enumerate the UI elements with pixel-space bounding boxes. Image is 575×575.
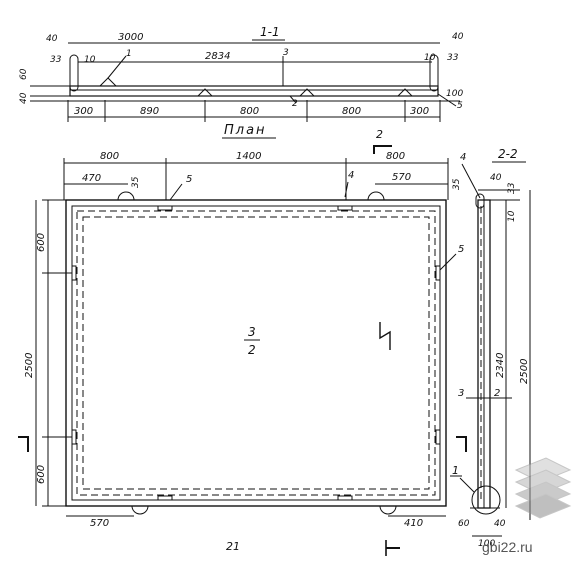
dim-33-section: 33 (507, 182, 517, 194)
dim-40-section-bottom: 40 (494, 519, 506, 529)
section-mark-2: 2 (376, 128, 383, 141)
embedded-plate (435, 429, 441, 445)
embedded-plate (435, 265, 441, 281)
section-cut-right (456, 436, 467, 452)
dim-100-section: 100 (478, 539, 495, 549)
watermark: gbi22.ru (482, 457, 572, 555)
dim-800-right: 800 (386, 151, 405, 162)
leader-5-top (169, 183, 183, 201)
dim-60-section: 60 (458, 519, 470, 529)
section-2-2-title: 2-2 (498, 147, 518, 161)
leader-4-section (461, 163, 481, 199)
slab-inner-outline (71, 205, 441, 501)
dim-35-section: 35 (452, 178, 462, 190)
page-number: 21 (226, 540, 240, 553)
embedded-plate (337, 205, 353, 211)
dim-3000: 3000 (118, 32, 143, 43)
leader-4-top (344, 181, 349, 198)
dim-570-bottom: 570 (90, 518, 109, 529)
mark-5: 5 (457, 101, 463, 111)
leader-2 (289, 95, 297, 104)
dim-left-33: 33 (50, 55, 62, 65)
dim-470: 470 (82, 173, 101, 184)
dim-2500-left: 2500 (24, 353, 35, 378)
mark-1-detail: 1 (452, 464, 459, 477)
detail-leader (459, 477, 475, 493)
embedded-plate (337, 495, 353, 501)
dim-410: 410 (404, 518, 423, 529)
dim-800-a: 800 (240, 106, 259, 117)
dim-right-40: 40 (452, 32, 464, 42)
mark-4-section: 4 (460, 152, 466, 163)
leader-5 (437, 93, 457, 107)
support-mark (397, 88, 413, 97)
support-mark (99, 77, 117, 87)
dim-35: 35 (131, 176, 141, 188)
mark-1: 1 (126, 49, 132, 59)
dim-800-left: 800 (100, 151, 119, 162)
watermark-text: gbi22.ru (482, 539, 533, 555)
dim-10-section: 10 (507, 210, 517, 222)
dim-2340: 2340 (495, 353, 506, 378)
center-mark-3: 3 (248, 325, 256, 339)
plan-view: План 2 800 1400 800 470 35 570 5 4 (18, 123, 467, 556)
leader-1 (107, 55, 127, 79)
center-mark-2: 2 (248, 343, 256, 357)
dim-1400: 1400 (236, 151, 261, 162)
embedded-plate (71, 429, 77, 445)
lifting-loop (379, 505, 397, 515)
dim-300-right: 300 (410, 106, 429, 117)
dim-height-100: 100 (446, 89, 463, 99)
dim-left-10: 10 (84, 55, 96, 65)
dim-600-top: 600 (36, 233, 47, 252)
mark-2: 2 (292, 99, 298, 109)
rebar-outline-outer (76, 210, 436, 496)
embedded-plate (157, 205, 173, 211)
lifting-loop (367, 191, 385, 201)
dim-2834: 2834 (205, 51, 230, 62)
mark-5-right: 5 (458, 244, 464, 255)
right-end-post (429, 54, 439, 92)
lifting-loop (131, 505, 149, 515)
mark-2-section: 2 (494, 388, 500, 399)
section-1-1: 1-1 3000 2834 40 33 10 40 33 10 60 40 10… (19, 25, 464, 122)
dim-right-33: 33 (447, 53, 459, 63)
dim-height-40: 40 (19, 92, 29, 104)
slab-section (69, 85, 439, 97)
embedded-plate (71, 265, 77, 281)
section-loop-top (475, 193, 485, 209)
left-end-post (69, 54, 79, 92)
dim-570-top: 570 (392, 172, 411, 183)
slab-outline (65, 199, 447, 507)
section-1-1-title: 1-1 (260, 25, 280, 39)
lifting-loop (117, 191, 135, 201)
support-mark (197, 88, 213, 97)
break-symbol (379, 322, 391, 350)
section-cut-top (373, 145, 392, 154)
mark-5-top: 5 (186, 174, 192, 185)
dim-800-b: 800 (342, 106, 361, 117)
mark-3: 3 (283, 48, 289, 58)
plan-title: План (224, 123, 267, 138)
section-2-2: 2-2 4 35 40 33 10 2340 2500 3 2 1 60 40 (450, 147, 531, 549)
dim-2500-section: 2500 (519, 359, 530, 384)
detail-circle (471, 485, 501, 515)
rebar-outline-inner (82, 216, 430, 490)
dim-left-40: 40 (46, 34, 58, 44)
section-cut-left (18, 436, 29, 452)
embedded-plate (157, 495, 173, 501)
dim-890: 890 (140, 106, 159, 117)
mark-4-top: 4 (348, 170, 354, 181)
dim-300-left: 300 (74, 106, 93, 117)
leader-5-right (439, 253, 457, 271)
dim-40-section-top: 40 (490, 173, 502, 183)
dim-600-bottom: 600 (36, 465, 47, 484)
mark-3-section: 3 (458, 388, 464, 399)
dim-height-60: 60 (19, 68, 29, 80)
watermark-logo (514, 457, 572, 519)
support-mark (299, 88, 315, 97)
